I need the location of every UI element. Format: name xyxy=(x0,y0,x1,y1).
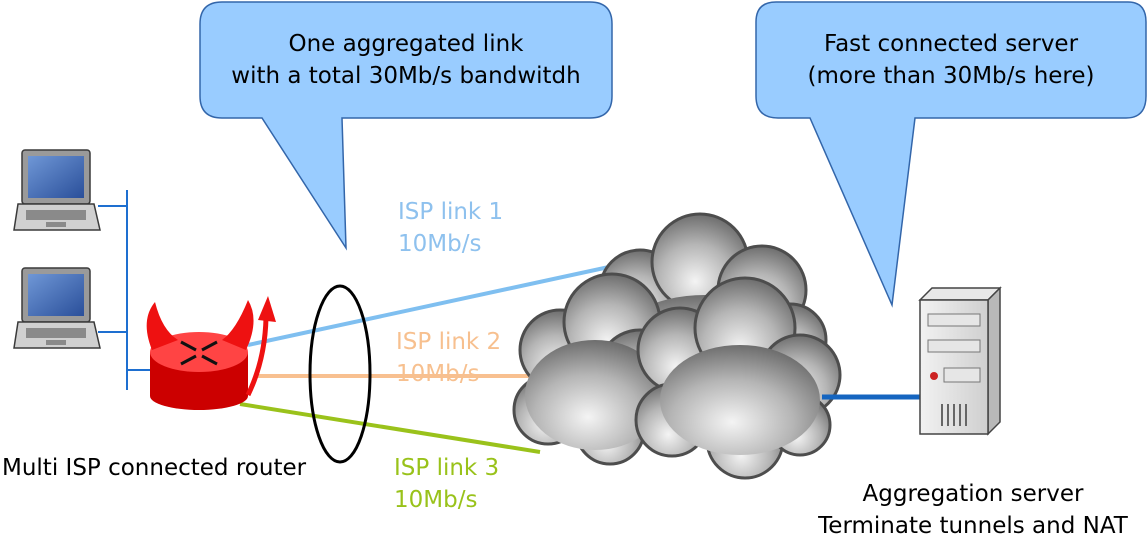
cloud-icon xyxy=(512,212,842,480)
isp-link-3-line xyxy=(239,402,541,454)
isp-link-3-speed: 10Mb/s xyxy=(394,487,478,513)
callout-bubble-left xyxy=(199,1,613,251)
callout-right-line1: Fast connected server xyxy=(823,31,1079,57)
callout-right-line2: (more than 30Mb/s here) xyxy=(807,63,1095,89)
aggregation-ellipse xyxy=(308,284,372,464)
isp-link-1-label: ISP link 1 10Mb/s xyxy=(398,196,503,260)
server-label-line1: Aggregation server xyxy=(862,481,1084,507)
callout-bubble-right xyxy=(755,1,1147,308)
isp-link-2-label: ISP link 2 10Mb/s xyxy=(396,326,501,390)
isp-link-1-line xyxy=(247,260,633,347)
isp-link-2-name: ISP link 2 xyxy=(396,329,502,355)
cloud-right xyxy=(634,276,842,480)
isp-link-2-speed: 10Mb/s xyxy=(396,361,480,387)
router-label: Multi ISP connected router xyxy=(2,455,307,481)
isp-link-3-label: ISP link 3 10Mb/s xyxy=(394,452,499,516)
server-label-line2: Terminate tunnels and NAT xyxy=(818,513,1128,539)
laptop-icon xyxy=(13,149,101,231)
isp-link-1-speed: 10Mb/s xyxy=(398,231,482,257)
callout-left-line1: One aggregated link xyxy=(288,31,524,57)
cloud-left xyxy=(512,272,684,466)
server-label: Aggregation server Terminate tunnels and… xyxy=(800,478,1146,542)
server-icon xyxy=(918,286,1002,436)
callout-left-line2: with a total 30Mb/s bandwitdh xyxy=(231,63,581,89)
lan-bus xyxy=(98,190,150,390)
isp-link-1-name: ISP link 1 xyxy=(398,199,504,225)
callout-left-text: One aggregated link with a total 30Mb/s … xyxy=(200,28,612,92)
laptop-icon xyxy=(13,267,101,349)
isp-link-3-name: ISP link 3 xyxy=(394,455,500,481)
router-icon xyxy=(146,296,276,410)
callout-right-text: Fast connected server (more than 30Mb/s … xyxy=(756,28,1146,92)
